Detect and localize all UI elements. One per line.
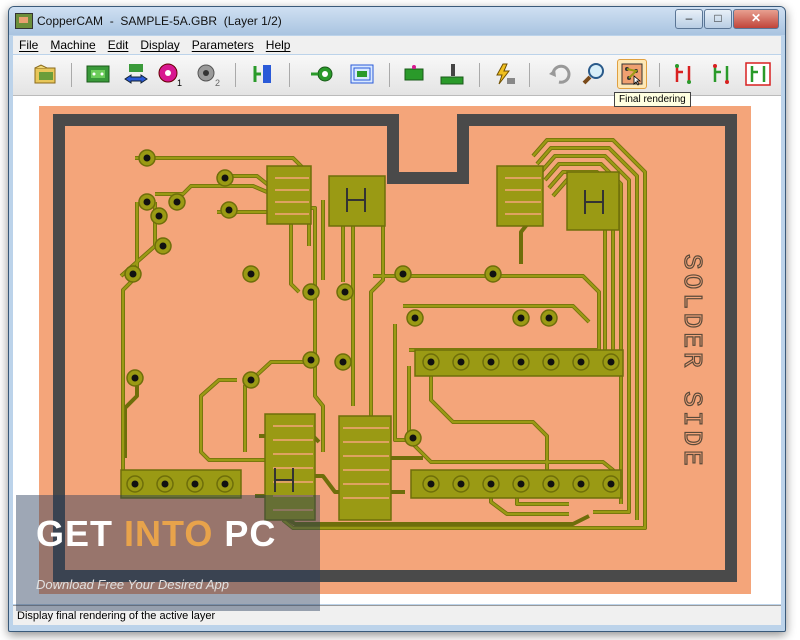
menu-machine[interactable]: Machine	[50, 38, 96, 52]
watermark-title: GET INTO PC	[36, 513, 276, 555]
isolation-icon[interactable]	[307, 59, 337, 89]
minimize-button[interactable]: –	[675, 9, 703, 29]
route-1-icon[interactable]	[669, 59, 699, 89]
title-bar[interactable]: CopperCAM - SAMPLE-5A.GBR (Layer 1/2) – …	[9, 7, 785, 35]
watermark-part-1: GET	[36, 513, 125, 554]
route-3-icon[interactable]	[743, 59, 773, 89]
solder-side-label: SOLDER SIDE	[677, 254, 707, 470]
watermark-part-3: PC	[213, 513, 277, 554]
drill-1-icon[interactable]: 1	[155, 59, 185, 89]
pcb-canvas[interactable]: SOLDER SIDE	[13, 96, 781, 604]
watermark-overlay: GET INTO PC Download Free Your Desired A…	[16, 495, 320, 611]
toolbar: 1 2	[13, 55, 781, 96]
mirror-arrows-icon[interactable]	[121, 59, 151, 89]
final-rendering-icon[interactable]	[617, 59, 647, 89]
menu-parameters[interactable]: Parameters	[191, 38, 254, 52]
ic-pin-gaps	[273, 177, 541, 511]
pcb-drawing: SOLDER SIDE	[39, 106, 751, 594]
machining-icon[interactable]	[437, 59, 467, 89]
lightning-icon[interactable]	[489, 59, 519, 89]
drill-2-icon[interactable]: 2	[193, 59, 223, 89]
drill-2-badge: 2	[215, 78, 220, 87]
menu-help[interactable]: Help	[265, 38, 291, 52]
status-bar: Display final rendering of the active la…	[13, 605, 781, 625]
undo-icon[interactable]	[545, 59, 575, 89]
maximize-button[interactable]: □	[704, 9, 732, 29]
app-window: CopperCAM - SAMPLE-5A.GBR (Layer 1/2) – …	[8, 6, 786, 632]
watermark-part-2: INTO	[124, 513, 214, 554]
route-2-icon[interactable]	[707, 59, 737, 89]
tooltip: Final rendering	[614, 92, 691, 107]
menu-bar: File Machine Edit Display Parameters Hel…	[13, 36, 781, 54]
menu-edit[interactable]: Edit	[107, 38, 129, 52]
drill-holes	[124, 149, 620, 493]
zoom-icon[interactable]	[579, 59, 609, 89]
board-icon[interactable]	[83, 59, 113, 89]
window-title: CopperCAM - SAMPLE-5A.GBR (Layer 1/2)	[37, 14, 282, 28]
pad-icon[interactable]	[399, 59, 429, 89]
close-button[interactable]: ✕	[733, 9, 779, 29]
open-icon[interactable]	[31, 59, 61, 89]
layer-toggle-icon[interactable]	[247, 59, 277, 89]
ic-markers	[274, 188, 604, 492]
drill-1-badge: 1	[177, 78, 182, 87]
contours-icon[interactable]	[347, 59, 377, 89]
board-outline	[53, 114, 737, 582]
menu-display[interactable]: Display	[140, 38, 180, 52]
watermark-subtitle: Download Free Your Desired App	[36, 577, 229, 592]
menu-file[interactable]: File	[19, 38, 39, 52]
coppercam-app-icon[interactable]	[15, 13, 33, 29]
